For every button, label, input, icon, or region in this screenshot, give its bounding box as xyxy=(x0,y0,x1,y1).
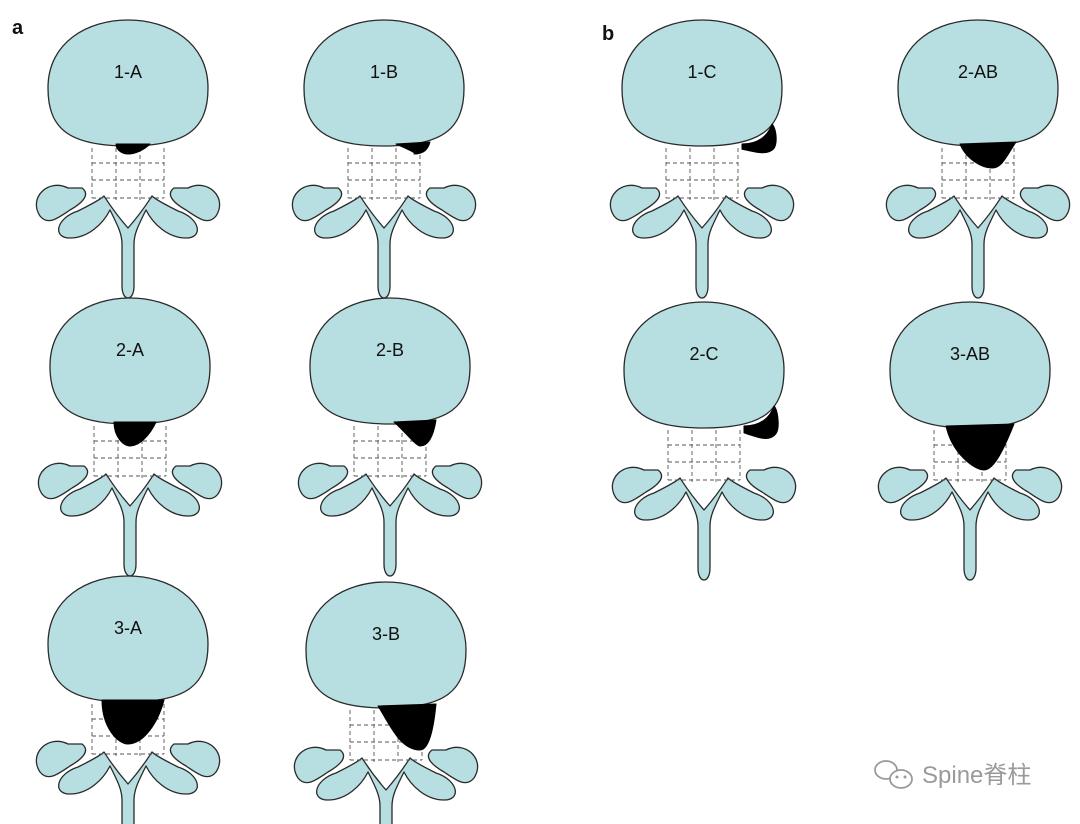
watermark: Spine脊柱 xyxy=(874,760,1031,789)
vertebrae-group: 1-A 1-B 2-A 2-B 3-A 3-B 1-C 2-AB 2-C 3-AB xyxy=(35,19,1071,824)
vertebra-1-c: 1-C xyxy=(609,19,795,299)
vertebra-3-ab: 3-AB xyxy=(877,301,1063,581)
herniation-mark xyxy=(115,143,151,155)
herniation-mark xyxy=(377,703,437,751)
vertebra-1-b: 1-B xyxy=(291,19,477,299)
herniation-mark xyxy=(743,405,779,439)
watermark-text: Spine脊柱 xyxy=(922,762,1031,789)
vertebra-label: 1-B xyxy=(370,62,398,82)
panel-label-a: a xyxy=(12,17,24,39)
panel-label-b: b xyxy=(602,23,614,45)
vertebra-label: 3-A xyxy=(114,618,142,638)
herniation-mark xyxy=(113,421,157,447)
herniation-mark xyxy=(395,141,431,155)
herniation-mark xyxy=(945,423,1015,471)
herniation-mark xyxy=(101,699,165,745)
vertebra-3-a: 3-A xyxy=(35,575,221,824)
vertebra-label: 2-AB xyxy=(958,62,998,82)
vertebra-2-c: 2-C xyxy=(611,301,797,581)
wechat-icon xyxy=(874,760,913,789)
vertebra-2-a: 2-A xyxy=(37,297,223,577)
herniation-mark xyxy=(393,419,437,447)
vertebra-label: 3-B xyxy=(372,624,400,644)
vertebra-2-ab: 2-AB xyxy=(885,19,1071,299)
vertebra-label: 1-C xyxy=(687,62,716,82)
vertebra-label: 2-B xyxy=(376,340,404,360)
vertebra-label: 2-C xyxy=(689,344,718,364)
vertebra-label: 1-A xyxy=(114,62,142,82)
vertebra-label: 2-A xyxy=(116,340,144,360)
herniation-mark xyxy=(959,141,1017,169)
herniation-mark xyxy=(741,123,777,154)
vertebra-3-b: 3-B xyxy=(293,581,479,824)
vertebra-label: 3-AB xyxy=(950,344,990,364)
vertebra-1-a: 1-A xyxy=(35,19,221,299)
vertebra-2-b: 2-B xyxy=(297,297,483,577)
vertebra-outline xyxy=(293,581,479,824)
